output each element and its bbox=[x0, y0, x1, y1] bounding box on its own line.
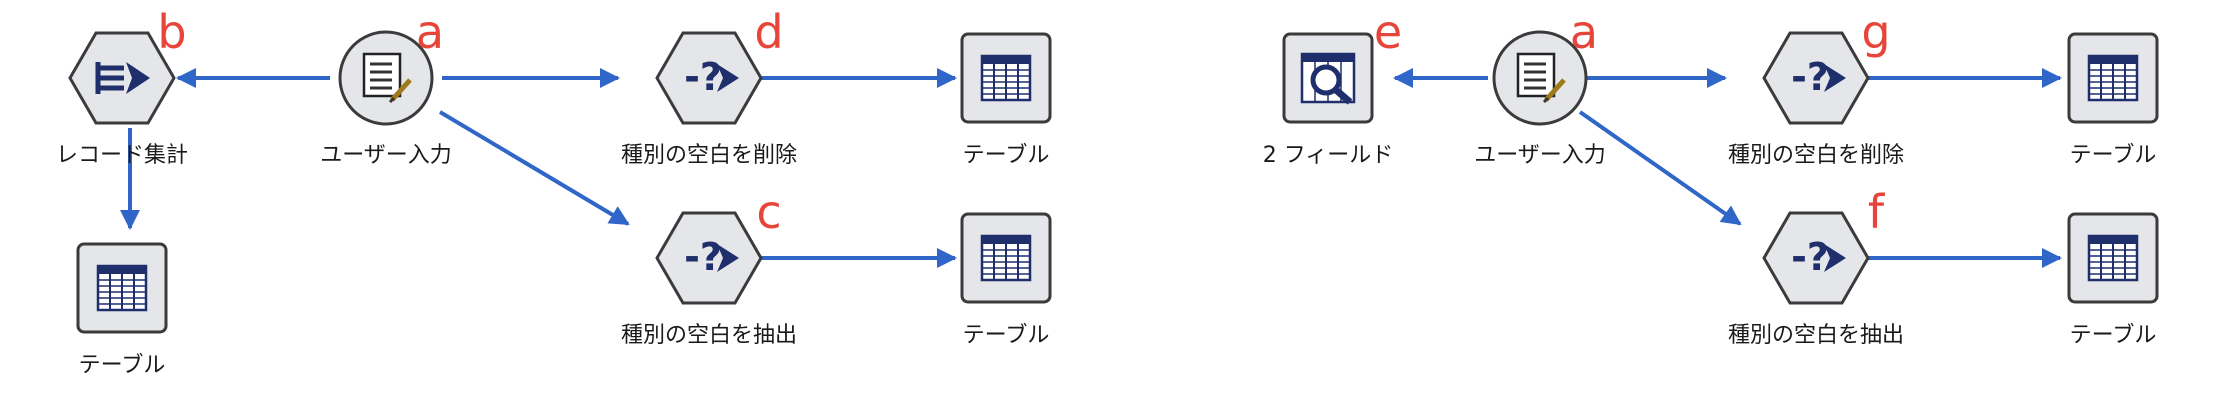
node-left-tab2[interactable]: テーブル bbox=[960, 212, 1052, 348]
edge-arrow-left-3 bbox=[438, 110, 630, 226]
node-label: テーブル bbox=[79, 353, 166, 378]
node-label: ユーザー入力 bbox=[1474, 143, 1606, 168]
node-right-tab2[interactable]: テーブル bbox=[2067, 212, 2159, 348]
nodes-layer: レコード集計 b ユーザー入力 a -? 種別の空白を削除 d テーブル -? 種別の空白を抽出 c… bbox=[56, 5, 2159, 378]
node-left-disc[interactable]: -? 種別の空白を削除 d bbox=[621, 5, 797, 168]
node-right-input[interactable]: ユーザー入力 a bbox=[1474, 5, 1606, 168]
node-left-tab1[interactable]: テーブル bbox=[960, 32, 1052, 168]
node-right-field[interactable]: 2 フィールド e bbox=[1263, 5, 1402, 168]
svg-text:-?: -? bbox=[1791, 55, 1829, 99]
question-arrow-icon: -? bbox=[1791, 235, 1846, 279]
user-input-icon bbox=[1516, 52, 1566, 104]
question-arrow-icon: -? bbox=[1791, 55, 1846, 99]
magnifier-icon bbox=[1300, 52, 1356, 105]
node-label: 種別の空白を抽出 bbox=[621, 323, 797, 348]
node-label: 2 フィールド bbox=[1263, 143, 1394, 168]
node-letter-tag: e bbox=[1374, 5, 1402, 59]
hexagon-shape bbox=[655, 211, 763, 305]
node-letter-tag: g bbox=[1861, 5, 1890, 59]
node-label: テーブル bbox=[2070, 143, 2157, 168]
table-icon bbox=[96, 264, 148, 312]
node-right-sel[interactable]: -? 種別の空白を抽出 f bbox=[1728, 185, 1904, 348]
node-label: 種別の空白を抽出 bbox=[1728, 323, 1904, 348]
node-label: テーブル bbox=[963, 143, 1050, 168]
svg-text:-?: -? bbox=[684, 235, 722, 279]
node-left-sel[interactable]: -? 種別の空白を抽出 c bbox=[621, 185, 797, 348]
node-label: 種別の空白を削除 bbox=[621, 143, 797, 168]
node-label: テーブル bbox=[2070, 323, 2157, 348]
svg-text:-?: -? bbox=[1791, 235, 1829, 279]
hexagon-shape bbox=[655, 31, 763, 125]
node-label: ユーザー入力 bbox=[320, 143, 452, 168]
node-left-tab3[interactable]: テーブル bbox=[76, 242, 168, 378]
node-right-tab1[interactable]: テーブル bbox=[2067, 32, 2159, 168]
table-icon bbox=[980, 54, 1032, 102]
node-letter-tag: f bbox=[1868, 185, 1886, 239]
node-letter-tag: d bbox=[754, 5, 783, 59]
user-input-icon bbox=[362, 52, 412, 104]
node-letter-tag: a bbox=[416, 5, 444, 59]
question-arrow-icon: -? bbox=[684, 55, 739, 99]
hexagon-shape bbox=[1762, 31, 1870, 125]
node-letter-tag: c bbox=[756, 185, 781, 239]
table-icon bbox=[980, 234, 1032, 282]
svg-text:-?: -? bbox=[684, 55, 722, 99]
edge-arrow-right-3 bbox=[1578, 110, 1742, 226]
question-arrow-icon: -? bbox=[684, 235, 739, 279]
table-icon bbox=[2087, 54, 2139, 102]
node-letter-tag: a bbox=[1570, 5, 1598, 59]
node-left-agg[interactable]: レコード集計 b bbox=[56, 5, 188, 168]
hexagon-shape bbox=[1762, 211, 1870, 305]
node-left-input[interactable]: ユーザー入力 a bbox=[320, 5, 452, 168]
aggregate-icon bbox=[95, 62, 150, 94]
node-label: テーブル bbox=[963, 323, 1050, 348]
table-icon bbox=[2087, 234, 2139, 282]
node-label: 種別の空白を削除 bbox=[1728, 143, 1904, 168]
node-right-disc[interactable]: -? 種別の空白を削除 g bbox=[1728, 5, 1904, 168]
node-letter-tag: b bbox=[157, 5, 186, 59]
edges-layer bbox=[120, 68, 2062, 268]
node-label: レコード集計 bbox=[56, 143, 188, 168]
